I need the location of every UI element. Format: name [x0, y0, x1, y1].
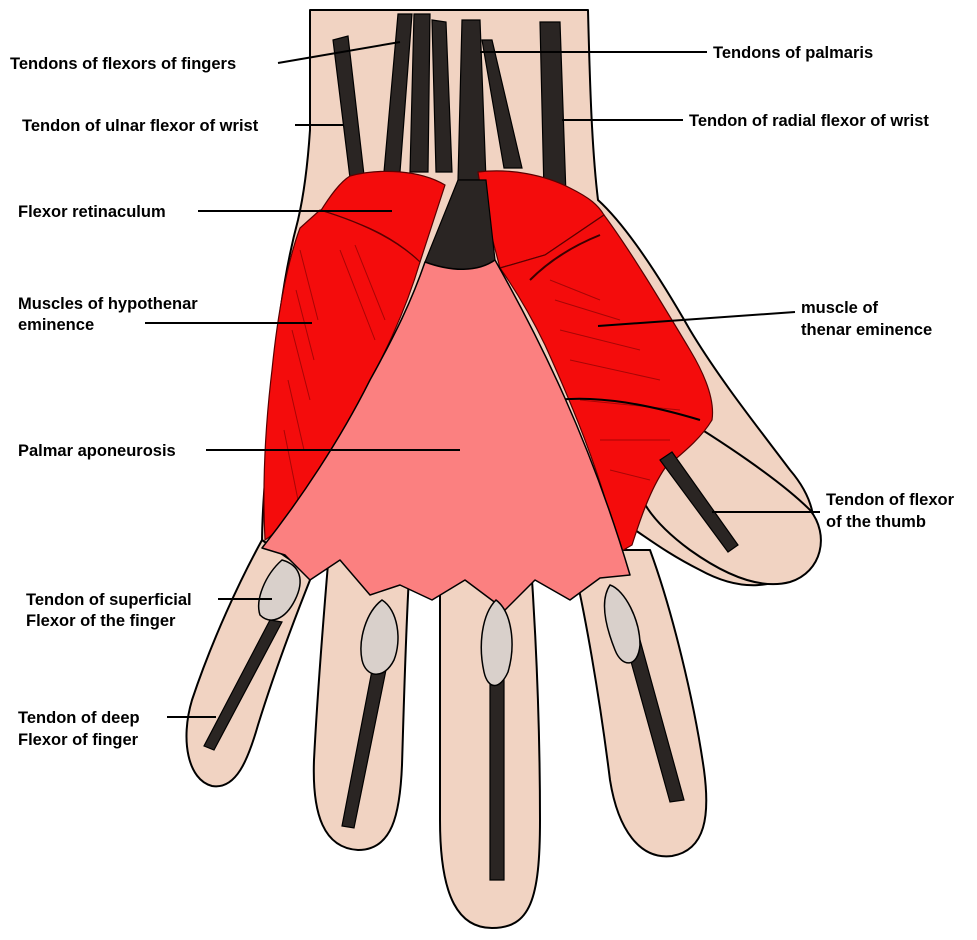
- finger-flexor-tendon-2: [410, 14, 430, 172]
- label-palmar-aponeurosis: Palmar aponeurosis: [18, 442, 176, 460]
- label-hypothenar-line1: Muscles of hypothenar: [18, 295, 198, 313]
- label-tendon-ulnar-flexor: Tendon of ulnar flexor of wrist: [22, 117, 259, 135]
- label-tendon-radial-flexor: Tendon of radial flexor of wrist: [689, 112, 929, 130]
- label-tendons-palmaris: Tendons of palmaris: [713, 44, 873, 62]
- label-flexor-thumb-line1: Tendon of flexor: [826, 491, 955, 509]
- label-superficial-line1: Tendon of superficial: [26, 591, 192, 609]
- label-thenar-line1: muscle of: [801, 299, 879, 317]
- label-flexor-retinaculum: Flexor retinaculum: [18, 203, 166, 221]
- label-tendons-flexors-fingers: Tendons of flexors of fingers: [10, 55, 236, 73]
- label-thenar-line2: thenar eminence: [801, 321, 932, 339]
- label-deep-line2: Flexor of finger: [18, 731, 139, 749]
- label-superficial-line2: Flexor of the finger: [26, 612, 176, 630]
- middle-finger-deep-tendon: [490, 660, 504, 880]
- label-hypothenar-line2: eminence: [18, 316, 94, 334]
- label-flexor-thumb-line2: of the thumb: [826, 513, 926, 531]
- label-deep-line1: Tendon of deep: [18, 709, 140, 727]
- index-finger-skin: [570, 550, 706, 856]
